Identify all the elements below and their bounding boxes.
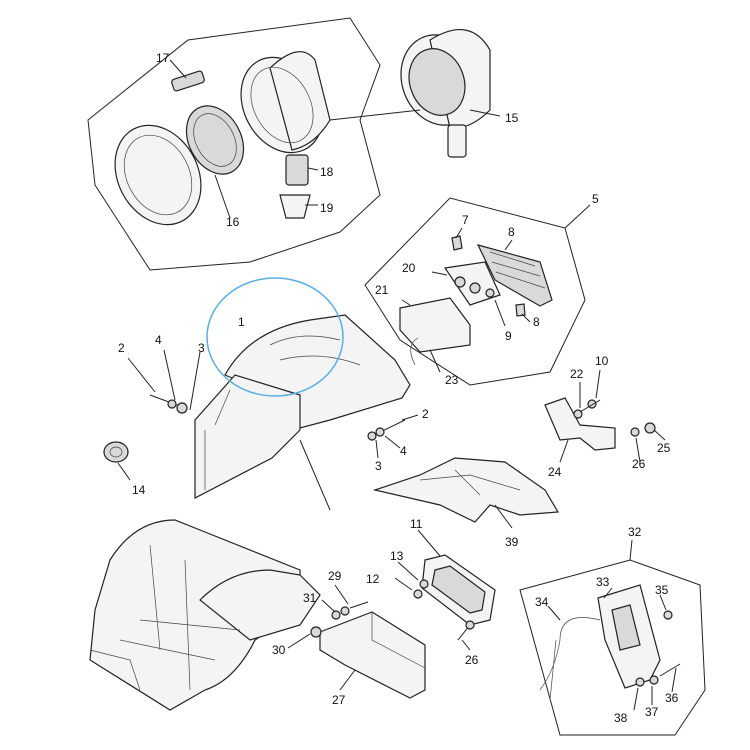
bulb (279, 194, 311, 219)
part-number-10: 10 (595, 354, 609, 368)
part-number-9: 9 (505, 329, 512, 343)
highlight-circle (206, 277, 344, 397)
part-number-13: 13 (390, 549, 404, 563)
part-number-4: 4 (155, 333, 162, 347)
reflector-base (399, 297, 471, 353)
bolt-2-left (149, 394, 188, 414)
part-number-14: 14 (132, 483, 146, 497)
screw-7 (451, 235, 463, 251)
part-number-2: 2 (118, 341, 125, 355)
part-number-23: 23 (445, 373, 459, 387)
bolt-29 (331, 601, 369, 620)
part-number-11: 11 (410, 517, 423, 531)
part-number-20: 20 (402, 261, 416, 275)
rear-fender (194, 314, 411, 499)
part-number-21: 21 (375, 283, 389, 297)
part-number-32: 32 (628, 525, 642, 539)
tail-light-lens (476, 244, 553, 307)
part-number-15: 15 (505, 111, 519, 125)
leader-lines-tail (401, 227, 531, 373)
part-number-16: 16 (226, 215, 240, 229)
leader-39 (494, 504, 513, 529)
part-number-37: 37 (645, 705, 659, 719)
wire (410, 337, 419, 366)
headlight-lens (185, 105, 245, 175)
headlight-trim-ring (114, 124, 202, 226)
bolt-2-right (367, 419, 406, 441)
leader-lines-left-bolts (127, 349, 201, 411)
part-number-33: 33 (596, 575, 610, 589)
part-number-36: 36 (665, 691, 679, 705)
tail-light-group-frame (364, 197, 586, 386)
part-number-8: 8 (508, 225, 515, 239)
leader-lines-top (169, 59, 501, 219)
license-plate-bracket (319, 611, 426, 699)
part-number-31: 31 (303, 591, 317, 605)
part-number-24: 24 (548, 465, 562, 479)
leader-32 (629, 539, 633, 561)
leader-14 (117, 462, 131, 481)
part-number-4: 4 (400, 444, 407, 458)
screw-12-13 (394, 577, 429, 599)
screw-26-lower (457, 620, 475, 641)
support-bracket (544, 397, 656, 451)
screw-35 (663, 610, 673, 620)
bulb-socket (285, 154, 309, 186)
part-number-26: 26 (465, 653, 479, 667)
grommet (103, 441, 129, 463)
lamp-wire (539, 617, 601, 701)
part-number-35: 35 (655, 583, 669, 597)
part-number-17: 17 (156, 51, 170, 65)
screw-8 (515, 303, 526, 317)
part-number-7: 7 (462, 213, 469, 227)
part-number-18: 18 (320, 165, 334, 179)
leader-lines-bracket (559, 369, 666, 463)
part-number-22: 22 (570, 367, 584, 381)
part-number-3: 3 (198, 341, 205, 355)
leader-lines-plate (287, 584, 356, 691)
part-number-38: 38 (614, 711, 628, 725)
nut-30 (310, 626, 322, 638)
headlight-housing (240, 51, 331, 154)
plate-light (421, 554, 496, 626)
part-labels: 1 2 2 3 3 4 4 5 7 8 8 9 10 11 12 13 14 1… (118, 51, 679, 725)
leader-lines-right-bolts (375, 414, 419, 459)
part-number-19: 19 (320, 201, 334, 215)
part-number-1: 1 (238, 315, 245, 329)
leader-lines-rear-lamp (547, 587, 677, 711)
part-number-39: 39 (505, 535, 519, 549)
main-chassis (89, 519, 321, 711)
part-number-3: 3 (375, 459, 382, 473)
part-number-5: 5 (592, 192, 599, 206)
nut-37 (649, 675, 659, 685)
part-number-2: 2 (422, 407, 429, 421)
part-number-12: 12 (366, 572, 380, 586)
work-lamp (400, 29, 491, 158)
rear-lamp (597, 584, 661, 689)
leader-5 (564, 204, 591, 229)
part-number-26: 26 (632, 457, 646, 471)
leader-lines-plate-light (397, 529, 471, 651)
part-number-30: 30 (272, 643, 286, 657)
headlight-group-frame (87, 17, 381, 271)
part-number-8: 8 (533, 315, 540, 329)
leader-fender-frame (299, 439, 331, 511)
part-number-25: 25 (657, 441, 671, 455)
part-number-34: 34 (535, 595, 549, 609)
washer-38 (635, 677, 645, 687)
clip-part (171, 70, 205, 92)
bolt-36 (659, 663, 681, 677)
mudguard-flap (372, 457, 560, 523)
part-number-29: 29 (328, 569, 342, 583)
part-number-27: 27 (332, 693, 346, 707)
